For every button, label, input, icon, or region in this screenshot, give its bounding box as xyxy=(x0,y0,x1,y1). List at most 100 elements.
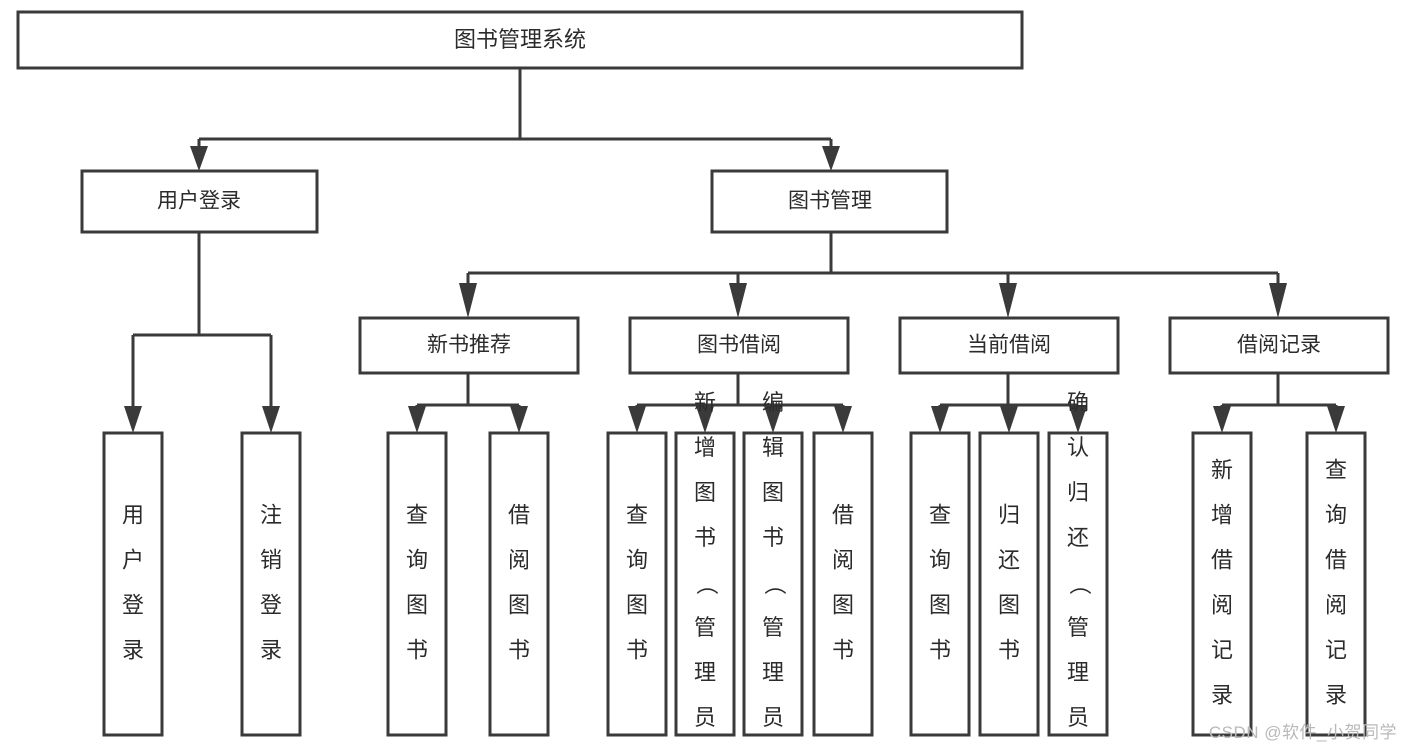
node-book-borrow-box[interactable] xyxy=(628,316,850,375)
node-book-manage-box[interactable] xyxy=(710,169,949,234)
node-new-book-recommend[interactable]: 新书推荐 xyxy=(358,316,580,375)
leaf-label-char: 询 xyxy=(1325,502,1347,527)
node-leaf-query-record-box[interactable] xyxy=(1305,431,1367,737)
node-leaf-borrow-book-2-box[interactable] xyxy=(812,431,874,737)
leaf-label-char: 图 xyxy=(626,592,648,617)
leaf-label-char: 书 xyxy=(929,637,951,662)
node-user-login[interactable]: 用户登录 xyxy=(80,169,319,234)
node-leaf-query-book-2-box[interactable] xyxy=(606,431,668,737)
node-book-manage-label: 图书管理 xyxy=(788,190,872,213)
node-current-borrow-box[interactable] xyxy=(898,316,1120,375)
leaf-label-char: 图 xyxy=(929,592,951,617)
node-leaf-user-login-box[interactable] xyxy=(102,431,164,737)
node-leaf-confirm-return-box[interactable] xyxy=(1047,431,1109,737)
node-leaf-edit-book-box[interactable] xyxy=(742,431,804,737)
leaf-label-char: 查 xyxy=(626,502,648,527)
arrow-to-leaf-borrow-book-2 xyxy=(834,406,852,433)
leaf-label-char: 借 xyxy=(508,502,530,527)
leaf-label-char: 借 xyxy=(1211,547,1233,572)
node-leaf-add-record-box[interactable] xyxy=(1191,431,1253,737)
node-root-box[interactable] xyxy=(16,10,1024,70)
leaf-label-char: 书 xyxy=(406,637,428,662)
leaf-label-char: 用 xyxy=(122,502,144,527)
node-borrow-record-box[interactable] xyxy=(1168,316,1390,375)
leaf-label-char: 图 xyxy=(406,592,428,617)
arrow-to-current-borrow xyxy=(999,283,1017,318)
arrow-to-leaf-user-login xyxy=(124,406,142,433)
leaf-label-char: 书 xyxy=(832,637,854,662)
leaf-label-char: 阅 xyxy=(1325,592,1347,617)
node-leaf-user-login[interactable]: 用户登录 xyxy=(102,431,164,737)
leaf-label-char: 书 xyxy=(762,525,784,550)
leaf-label-char: 辑 xyxy=(762,435,784,460)
node-root[interactable]: 图书管理系统 xyxy=(16,10,1024,70)
leaf-label-char: 销 xyxy=(260,547,282,572)
arrow-to-leaf-confirm-return xyxy=(1069,406,1087,433)
leaf-label-char: 查 xyxy=(1325,457,1347,482)
leaf-label-char: 新 xyxy=(694,390,716,415)
node-leaf-user-login-label: 用户登录 xyxy=(122,502,144,662)
node-new-book-recommend-box[interactable] xyxy=(358,316,580,375)
leaf-label-char: 登 xyxy=(122,592,144,617)
node-leaf-add-book-box[interactable] xyxy=(674,431,736,737)
leaf-label-char: 管 xyxy=(694,615,716,640)
node-leaf-return-book-box[interactable] xyxy=(978,431,1040,737)
node-book-borrow[interactable]: 图书借阅 xyxy=(628,316,850,375)
leaf-label-char: 理 xyxy=(1067,660,1089,685)
leaf-label-char: 录 xyxy=(1211,682,1233,707)
leaf-label-char: 借 xyxy=(832,502,854,527)
arrow-to-leaf-logout xyxy=(262,406,280,433)
leaf-label-char: 查 xyxy=(406,502,428,527)
arrow-to-user-login xyxy=(190,146,208,171)
node-borrow-record[interactable]: 借阅记录 xyxy=(1168,316,1390,375)
leaf-label-char: 管 xyxy=(762,615,784,640)
leaf-label-char: 书 xyxy=(998,637,1020,662)
node-leaf-logout-box[interactable] xyxy=(240,431,302,737)
node-book-manage[interactable]: 图书管理 xyxy=(710,169,949,234)
node-current-borrow[interactable]: 当前借阅 xyxy=(898,316,1120,375)
leaf-label-char: 理 xyxy=(694,660,716,685)
node-leaf-borrow-book-1-box[interactable] xyxy=(488,431,550,737)
node-user-login-label: 用户登录 xyxy=(157,190,241,213)
node-borrow-record-label: 借阅记录 xyxy=(1237,334,1321,357)
leaf-label-char: 员 xyxy=(762,705,784,730)
leaf-label-char: 书 xyxy=(694,525,716,550)
leaf-label-char: 员 xyxy=(694,705,716,730)
arrow-to-leaf-add-book xyxy=(696,406,714,433)
leaf-label-char: 录 xyxy=(1325,682,1347,707)
node-leaf-query-book-3-box[interactable] xyxy=(909,431,971,737)
leaf-label-char: 借 xyxy=(1325,547,1347,572)
leaf-label-char: 登 xyxy=(260,592,282,617)
leaf-label-char: （ xyxy=(1067,573,1092,595)
leaf-label-char: 阅 xyxy=(832,547,854,572)
node-user-login-box[interactable] xyxy=(80,169,319,234)
leaf-label-char: 还 xyxy=(1067,525,1089,550)
csdn-watermark: CSDN @软件_小贺同学 xyxy=(1208,723,1397,742)
leaf-label-char: 归 xyxy=(1067,480,1089,505)
leaf-label-char: 户 xyxy=(122,547,144,572)
leaf-label-char: 增 xyxy=(1211,502,1233,527)
node-leaf-query-book-1-box[interactable] xyxy=(386,431,448,737)
leaf-label-char: 录 xyxy=(122,637,144,662)
arrow-to-borrow-record xyxy=(1269,283,1287,318)
